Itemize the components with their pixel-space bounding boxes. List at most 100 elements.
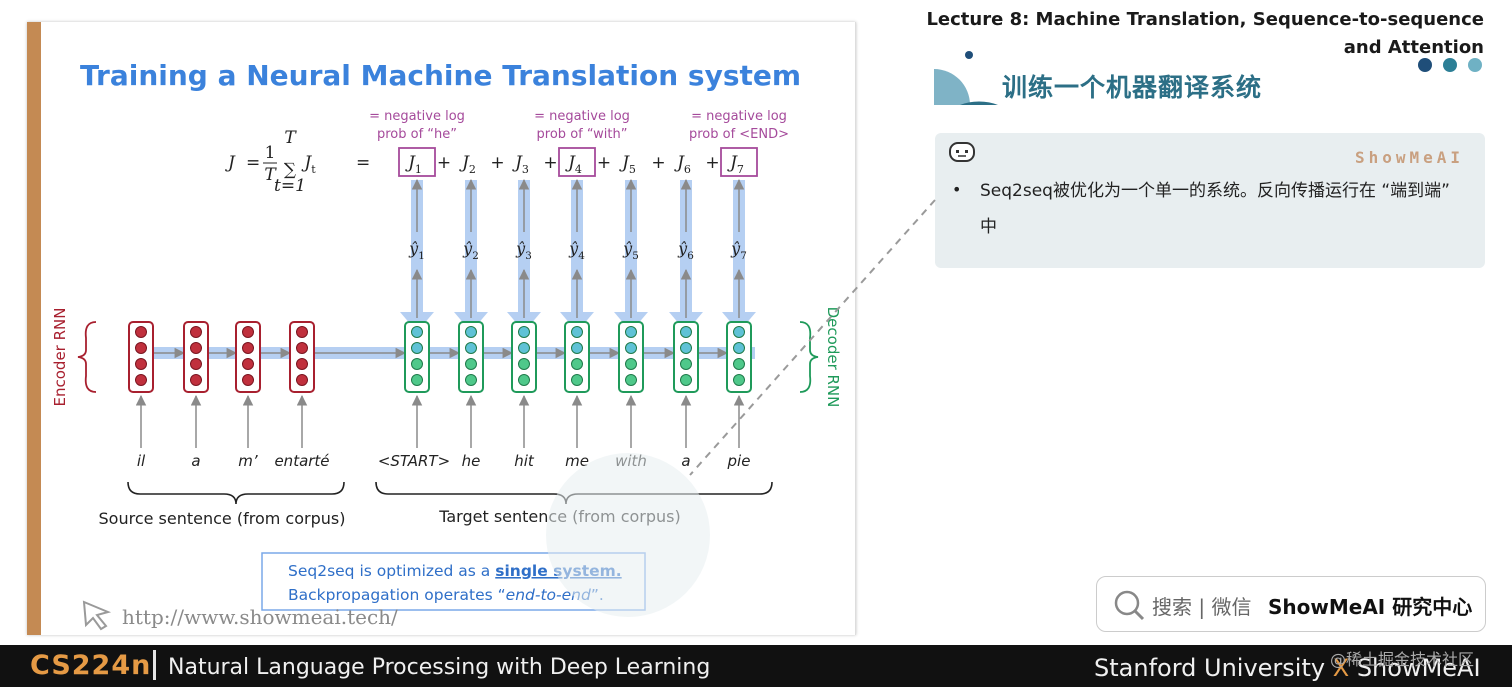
backprop-vertical — [518, 180, 530, 322]
section-logo-icon — [934, 51, 998, 105]
formula-frac-den: T — [264, 165, 277, 185]
encoder-brace — [77, 321, 97, 393]
encoder-cell — [183, 321, 209, 393]
decoder-neuron — [571, 326, 583, 338]
course-separator — [153, 650, 156, 680]
section-title: 训练一个机器翻译系统 — [1002, 73, 1263, 102]
encoder-neuron — [135, 326, 147, 338]
decoder-neuron — [465, 374, 477, 386]
target-word: a — [681, 452, 690, 470]
encoder-label: Encoder RNN — [51, 308, 69, 407]
decoder-neuron — [518, 326, 530, 338]
source-word: entarté — [274, 452, 329, 470]
source-brace — [127, 481, 345, 505]
site-url[interactable]: http://www.showmeai.tech/ — [122, 605, 398, 629]
formula-equals: = — [356, 153, 370, 173]
decoder-neuron — [411, 326, 423, 338]
plus-sign: + — [543, 153, 557, 173]
formula-sum-term: Jt — [301, 153, 316, 176]
output-label: ŷ7 — [730, 239, 747, 262]
target-word: hit — [514, 452, 535, 470]
decoder-neuron — [465, 326, 477, 338]
encoder-neuron — [190, 326, 202, 338]
encoder-cell — [235, 321, 261, 393]
backprop-vertical — [733, 180, 745, 322]
decoder-brace — [799, 321, 819, 393]
decoder-neuron — [411, 342, 423, 354]
loss-term: J6 — [674, 153, 691, 176]
decoder-neuron — [680, 342, 692, 354]
backprop-vertical — [411, 180, 423, 322]
plus-sign: + — [651, 153, 665, 173]
bullet-marker: • — [952, 180, 962, 199]
decoder-cell — [618, 321, 644, 393]
decoder-label: Decoder RNN — [824, 307, 842, 408]
slide-title: Training a Neural Machine Translation sy… — [80, 59, 801, 92]
decoder-neuron — [518, 374, 530, 386]
decoder-neuron — [733, 374, 745, 386]
course-code: CS224n — [30, 650, 152, 681]
source-word: il — [137, 452, 146, 470]
lecture-title-line2: and Attention — [1343, 37, 1484, 58]
encoder-neuron — [242, 358, 254, 370]
annotation-line2: prob of “with” — [537, 127, 628, 142]
source-word: a — [191, 452, 200, 470]
output-label: ŷ4 — [568, 239, 585, 262]
formula-frac-num: 1 — [265, 143, 276, 163]
loss-term-box — [398, 147, 436, 177]
encoder-neuron — [190, 358, 202, 370]
lecture-title: Lecture 8: Machine Translation, Sequence… — [924, 6, 1484, 62]
decoder-neuron — [411, 358, 423, 370]
output-label: ŷ6 — [677, 239, 694, 262]
backprop-vertical — [465, 180, 477, 322]
target-word: he — [462, 452, 481, 470]
decoder-neuron — [680, 374, 692, 386]
encoder-neuron — [296, 342, 308, 354]
robot-icon — [949, 142, 975, 162]
encoder-neuron — [135, 358, 147, 370]
decoder-cell — [726, 321, 752, 393]
credit-x: X — [1332, 654, 1350, 682]
cursor-icon — [80, 598, 114, 636]
note-card — [935, 133, 1485, 268]
annotation-line1: = negative log — [534, 109, 630, 124]
encoder-cell — [289, 321, 315, 393]
source-word: m’ — [238, 452, 258, 470]
search-label: 搜索 | 微信 — [1152, 595, 1252, 619]
decoder-neuron — [571, 358, 583, 370]
backprop-vertical — [625, 180, 637, 322]
decoder-cell — [511, 321, 537, 393]
university-credit: Stanford University X ShowMeAI — [1094, 654, 1481, 682]
output-label: ŷ1 — [408, 239, 425, 262]
decoder-neuron — [733, 358, 745, 370]
encoder-neuron — [242, 342, 254, 354]
watermark: @稀土掘金技术社区 — [1330, 650, 1475, 669]
loss-term: J4 — [565, 153, 582, 176]
decoder-neuron — [571, 342, 583, 354]
formula-sum-top: T — [284, 128, 297, 148]
encoder-neuron — [242, 326, 254, 338]
target-word: me — [565, 452, 589, 470]
decoder-neuron — [625, 342, 637, 354]
decoder-neuron — [680, 326, 692, 338]
encoder-neuron — [296, 374, 308, 386]
output-label: ŷ5 — [622, 239, 639, 262]
decoder-cell — [564, 321, 590, 393]
decoder-neuron — [625, 326, 637, 338]
encoder-neuron — [135, 342, 147, 354]
formula-j: J — [225, 153, 236, 173]
slide-panel — [27, 22, 856, 635]
output-label: ŷ2 — [462, 239, 479, 262]
annotation-line2: prob of “he” — [377, 127, 457, 142]
encoder-neuron — [242, 374, 254, 386]
decoder-neuron — [411, 374, 423, 386]
encoder-cell — [128, 321, 154, 393]
slide-accent-bar — [27, 22, 41, 635]
decoder-neuron — [733, 342, 745, 354]
search-box[interactable] — [1096, 576, 1486, 632]
course-name: Natural Language Processing with Deep Le… — [168, 655, 711, 680]
lecture-title-line1: Lecture 8: Machine Translation, Sequence… — [926, 9, 1484, 30]
output-label: ŷ3 — [515, 239, 532, 262]
search-icon[interactable] — [1112, 588, 1146, 622]
